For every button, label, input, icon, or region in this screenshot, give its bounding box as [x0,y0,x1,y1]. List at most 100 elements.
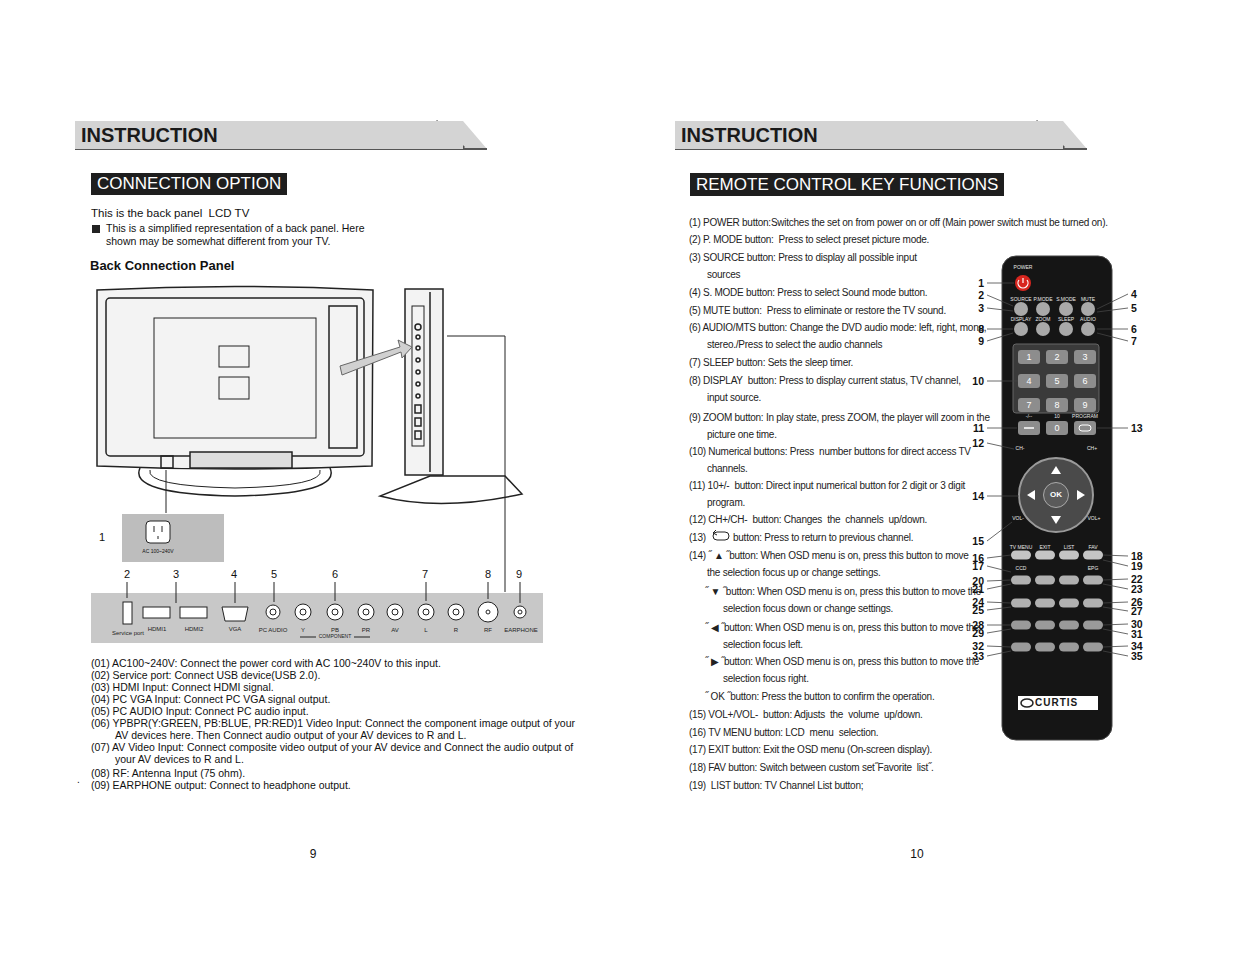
node-text: 6 [1082,374,1087,388]
key-function-item: (12) CH+/CH- button: Changes the channel… [689,511,973,528]
node-text: 8 [1054,398,1059,412]
number-key: 7 [1018,398,1040,412]
leader-line [1103,607,1128,611]
key-function-item: ˝ ▼ ˝button: When OSD menu is on, press … [705,583,991,617]
callout-number: 11 [973,422,984,435]
port-label: PC AUDIO [259,627,288,634]
pill-button [1035,643,1055,652]
remote-key-label: SOURCE [1010,297,1031,302]
port-label: Service port [112,630,144,637]
key-function-item: (5) MUTE button: Press to eliminate or r… [689,302,975,319]
leader-line [987,555,1011,558]
callout-number: 29 [972,627,984,640]
node-text: REMOTE CONTROL KEY FUNCTIONS [696,173,998,196]
callout-number: 10 [972,375,984,388]
leader-line [987,646,1011,647]
number-key: 4 [1018,374,1040,388]
number-key: 1 [1018,350,1040,364]
port-label: L [424,627,427,634]
node-text: 0 [1054,421,1059,435]
leader-lines [987,283,1128,656]
key-function-item: (11) 10+/- button: Direct input numerica… [689,477,991,511]
logo-icon [1021,699,1033,707]
leader-line [1103,624,1128,625]
node-text: 2 [1054,350,1059,364]
callout-number: 6 [332,568,338,581]
number-key: 3 [1074,350,1096,364]
callout-number: 2 [124,568,130,581]
node-text: CURTIS [1035,696,1078,710]
node-text: CONNECTION OPTION [97,173,281,195]
intro-text: This is the back panel LCD TV [91,207,249,221]
leader-line [1103,584,1128,589]
remote-key-label: POWER [1014,265,1033,270]
leader-line [987,580,1011,581]
key-function-item: ˝ ▶ ˝button: When OSD menu is on, press … [705,653,991,687]
connection-list-item: (05) PC AUDIO Input: Connect PC audio in… [91,705,561,717]
pill-button [1035,599,1055,608]
remote-key-label: CH+ [1087,446,1097,451]
page-number: 10 [910,847,923,861]
node-text: 9 [1082,398,1087,412]
node-text: 5 [1054,374,1059,388]
ports [123,602,526,624]
pill-button [1035,551,1055,560]
round-button [1036,302,1050,316]
header-band: INSTRUCTION [675,121,1063,149]
leader-line [987,584,1011,589]
callout-number: 8 [485,568,491,581]
socket-pins [154,526,162,539]
key-function-item: (13) [689,529,706,546]
callout-number: 9 [516,568,522,581]
node-text: INSTRUCTION [81,121,218,149]
connection-list-item: (07) AV Video Input: Connect composite v… [91,741,585,765]
connection-list-item: (06) YPBPR(Y:GREEN, PB:BLUE, PR:RED)1 Vi… [91,717,585,741]
callout-number: 5 [271,568,277,581]
stray-mark: . [77,774,80,786]
leader-line [1097,308,1128,312]
pill-button [1011,599,1031,608]
round-button [1036,322,1050,336]
remote-key-label: CCD [1016,566,1027,571]
ok-button: OK [1043,482,1069,508]
remote-key-label: LIST [1064,545,1075,550]
brand-logo: CURTIS [1018,696,1098,710]
leader-line [987,651,1011,656]
key-function-item: (3) SOURCE button: Press to display all … [689,249,922,283]
number-key: 5 [1046,374,1068,388]
key-function-item: (4) S. MODE button: Press to select Soun… [689,284,973,301]
remote-key-label: P.MODE [1033,297,1052,302]
callout-number: 8 [978,323,984,336]
intro-text: This is a simplified representation of a… [106,222,396,248]
pill-button [1059,576,1079,585]
remote-key-label: VOL+ [1088,516,1101,521]
port-label: RF [484,627,492,634]
leader-line [987,625,1011,626]
callout-number: 4 [1131,288,1137,301]
key-function-item: (19) LIST button: TV Channel List button… [689,777,973,794]
leader-line [1103,555,1128,556]
callout-number: 7 [1131,335,1137,348]
node-text: 7 [1026,398,1031,412]
connection-list-item: (09) EARPHONE output: Connect to headpho… [91,779,561,791]
callout-number: 19 [1131,560,1143,573]
remote-key-label: S.MODE [1056,297,1076,302]
key-function-item: ˝ OK ˝button: Press the button to confir… [705,688,975,705]
remote-key-label: VOL- [1012,516,1024,521]
leader-line [1103,579,1128,580]
remote-key-label: ZOOM [1036,317,1051,322]
leader-line [166,470,167,513]
return-icon [713,530,729,540]
key-function-item: (17) EXIT button: Exit the OSD menu (On-… [689,741,973,758]
number-key: 9 [1074,398,1096,412]
round-button [1081,302,1095,316]
power-socket [146,521,170,543]
key-function-item: (7) SLEEP button: Sets the sleep timer. [689,354,973,371]
leader-line [1103,646,1128,647]
pill-button [1083,599,1103,608]
callout-number: 27 [1131,605,1143,618]
intro-text: Back Connection Panel [90,258,234,274]
round-button [1059,302,1073,316]
remote-key-label: EXIT [1039,545,1050,550]
port-label: Y [301,627,305,634]
